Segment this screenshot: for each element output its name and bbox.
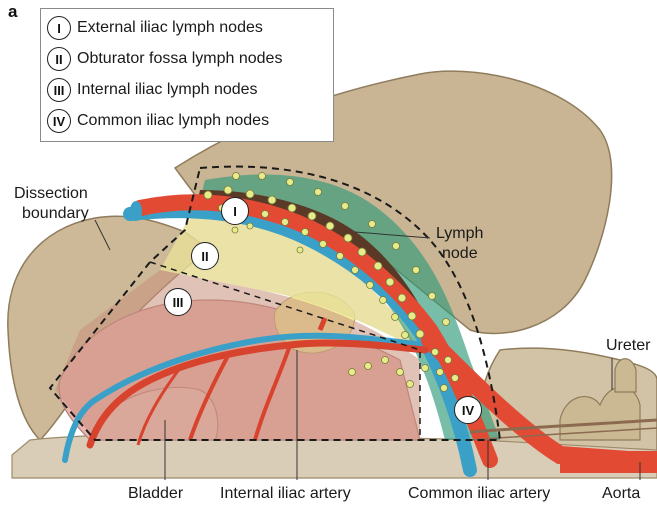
label-aorta: Aorta	[602, 484, 640, 504]
label-bladder: Bladder	[128, 484, 183, 504]
panel-label: a	[8, 2, 17, 22]
region-marker-IV: IV	[454, 396, 482, 424]
legend-item-III: III Internal iliac lymph nodes	[47, 77, 258, 103]
numeral-badge: IV	[47, 109, 71, 133]
legend-box: I External iliac lymph nodes II Obturato…	[40, 8, 334, 142]
label-dissection: Dissection	[14, 184, 88, 204]
numeral-badge: II	[47, 47, 71, 71]
label-common-iliac-artery: Common iliac artery	[408, 484, 550, 504]
legend-label: External iliac lymph nodes	[77, 19, 263, 37]
label-boundary: boundary	[22, 204, 89, 224]
region-marker-I: I	[221, 197, 249, 225]
vessel-cut-end	[130, 201, 142, 221]
label-lymph: Lymph	[436, 224, 483, 244]
legend-label: Common iliac lymph nodes	[77, 112, 269, 130]
numeral-badge: III	[47, 78, 71, 102]
label-ureter: Ureter	[606, 336, 650, 356]
legend-item-II: II Obturator fossa lymph nodes	[47, 46, 282, 72]
legend-item-I: I External iliac lymph nodes	[47, 15, 263, 41]
legend-item-IV: IV Common iliac lymph nodes	[47, 108, 269, 134]
numeral-badge: I	[47, 16, 71, 40]
region-marker-III: III	[164, 288, 192, 316]
label-internal-iliac-artery: Internal iliac artery	[220, 484, 351, 504]
region-marker-II: II	[191, 242, 219, 270]
legend-label: Internal iliac lymph nodes	[77, 81, 258, 99]
label-node: node	[442, 244, 478, 264]
legend-label: Obturator fossa lymph nodes	[77, 50, 282, 68]
vertebra-top	[615, 359, 636, 392]
